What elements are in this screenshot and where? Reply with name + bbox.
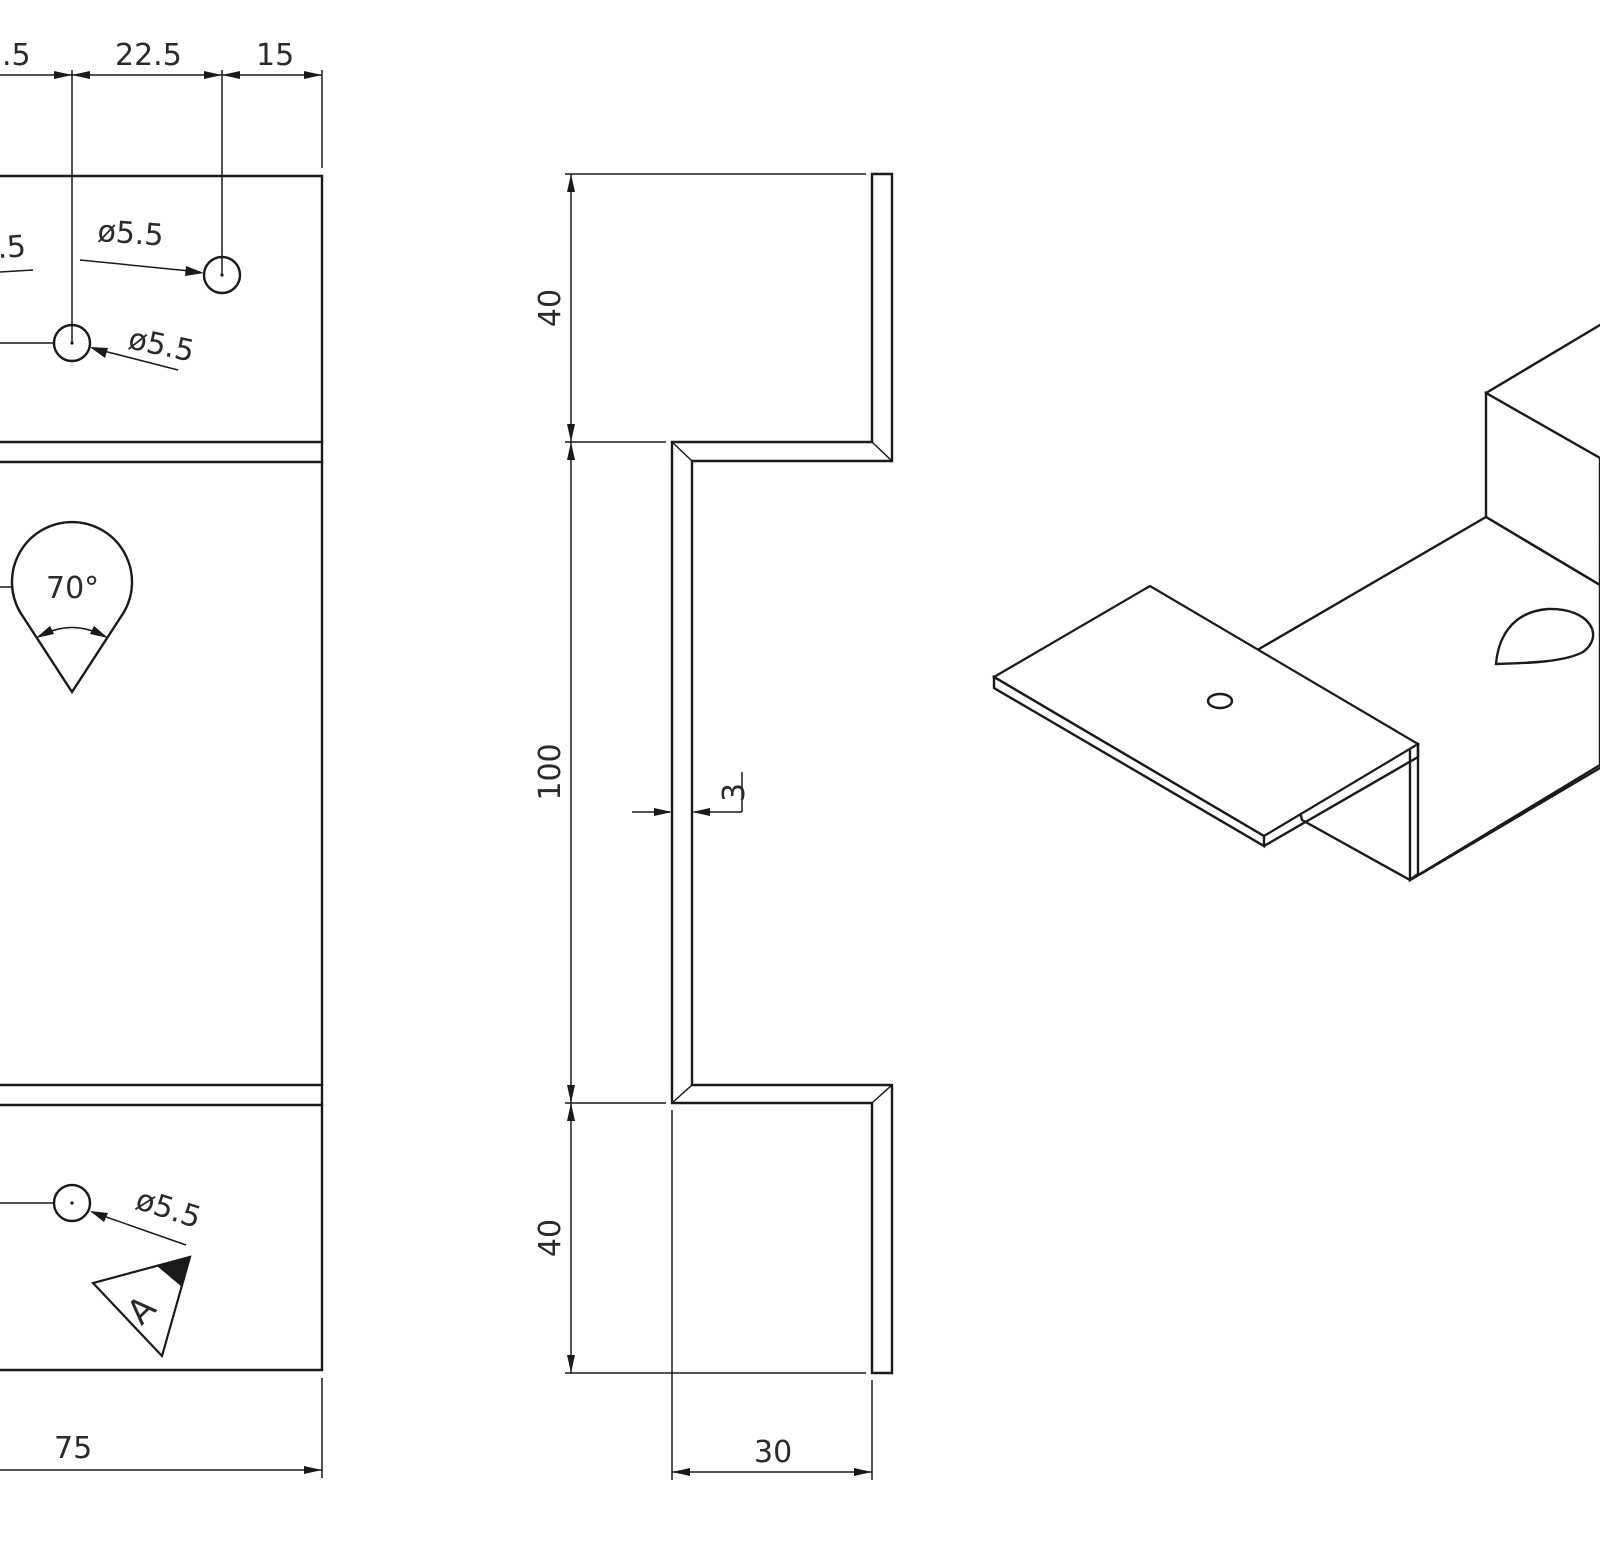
label-hole-left-partial: .5	[0, 229, 27, 266]
bend-corner-2	[671, 441, 693, 462]
arrow-top-2	[72, 71, 90, 79]
bend-corner-1	[871, 441, 893, 462]
iso-flange-side-edge	[1262, 742, 1420, 848]
dim-bottom-flange: 40	[533, 1219, 568, 1257]
arrow-v-4	[567, 1085, 575, 1103]
arrow-v-6	[567, 1355, 575, 1373]
leader-hole-bottom	[91, 1211, 187, 1246]
hole-top-right-center	[220, 273, 224, 277]
arrow-top-5	[304, 71, 322, 79]
angle-arrow-left	[36, 626, 54, 638]
dim-top-right: 15	[256, 38, 294, 73]
leader-hole-top-right	[79, 259, 201, 273]
angle-arrow-right	[90, 626, 108, 638]
bend-corner-4	[871, 1084, 893, 1104]
arrow-hole-top-right	[185, 266, 204, 276]
view-indicator-tip	[157, 1257, 190, 1287]
arrow-v-2	[567, 424, 575, 442]
arrow-thickness-right	[692, 808, 710, 816]
arrow-top-1	[54, 71, 72, 79]
side-view: 40 100 40 3 30	[533, 172, 894, 1480]
arrow-thickness-left	[654, 808, 672, 816]
dim-width: 75	[54, 1431, 92, 1466]
arrow-hole-mid	[90, 347, 108, 358]
iso-flange-plate	[991, 584, 1421, 838]
arrow-depth-left	[672, 1468, 690, 1476]
dim-top-left-partial: .5	[2, 38, 31, 73]
iso-web-floor	[1257, 515, 1600, 882]
hole-bottom-center	[70, 1201, 74, 1205]
dim-web: 100	[533, 743, 568, 800]
dim-thickness: 3	[717, 783, 752, 802]
front-view: .5 22.5 15 .5 ø5.5 ø5.5 70° ø5.5	[0, 38, 324, 1478]
hole-mid-center	[70, 341, 74, 345]
iso-teardrop-hole	[1494, 607, 1595, 666]
teardrop-hole	[10, 520, 134, 695]
iso-small-hole	[1206, 692, 1234, 710]
arrow-v-3	[567, 442, 575, 460]
arrow-top-4	[222, 71, 240, 79]
label-hole-mid: ø5.5	[125, 322, 197, 370]
dim-depth: 30	[754, 1435, 792, 1470]
isometric-view	[991, 323, 1600, 883]
view-indicator-triangle	[90, 1255, 192, 1359]
iso-floor-front-edge	[1408, 766, 1600, 882]
arrow-width-right	[304, 1466, 322, 1474]
dim-top-mid: 22.5	[115, 38, 182, 73]
arrow-v-1	[567, 174, 575, 192]
label-hole-bottom: ø5.5	[132, 1182, 206, 1236]
arrow-v-5	[567, 1103, 575, 1121]
hole-top-right	[202, 255, 242, 295]
side-profile-outer	[670, 172, 894, 1375]
leader-hole-left-partial	[0, 269, 34, 273]
front-view-outline	[0, 174, 324, 1372]
arrow-hole-bottom	[90, 1211, 108, 1222]
iso-wall-top-edge	[1484, 323, 1600, 395]
label-angle: 70°	[46, 571, 99, 606]
bend-corner-3	[671, 1084, 693, 1104]
iso-wall-front-face	[1484, 390, 1600, 587]
label-hole-top-right: ø5.5	[96, 214, 164, 254]
dim-top-flange: 40	[533, 289, 568, 327]
arrow-top-3	[204, 71, 222, 79]
arrow-depth-right	[854, 1468, 872, 1476]
